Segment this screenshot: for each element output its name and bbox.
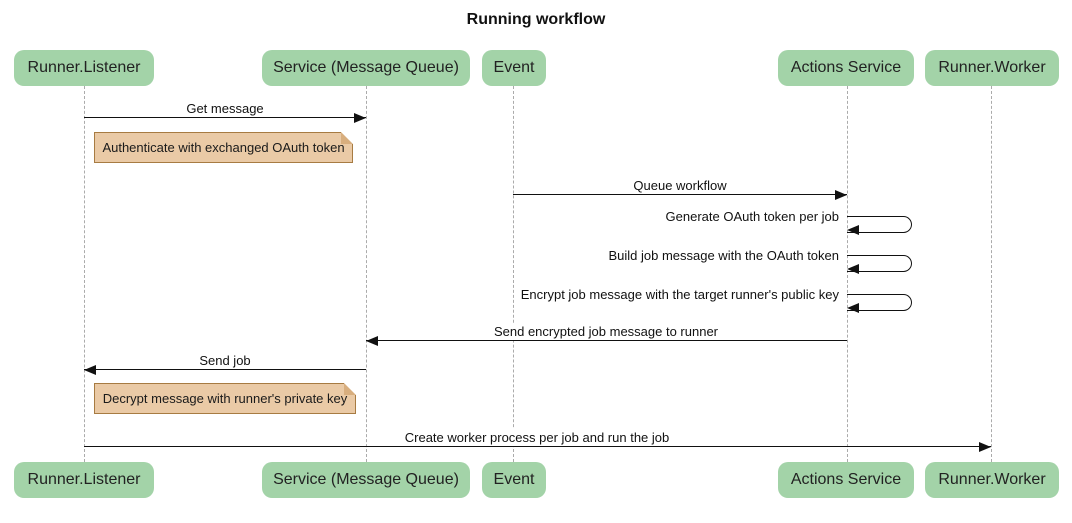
message-2-label: Queue workflow bbox=[629, 177, 731, 195]
lifeline-service-message-queue bbox=[366, 86, 367, 462]
message-4-label: Build job message with the OAuth token bbox=[604, 247, 843, 265]
message-6-arrowhead-icon bbox=[366, 336, 378, 346]
note-authenticate: Authenticate with exchanged OAuth token bbox=[94, 132, 353, 163]
actor-bottom-runner-worker: Runner.Worker bbox=[925, 462, 1059, 498]
actor-top-runner-worker: Runner.Worker bbox=[925, 50, 1059, 86]
message-3-arrowhead-icon bbox=[847, 225, 859, 235]
lifeline-actions-service bbox=[847, 86, 848, 462]
message-7-label: Send job bbox=[195, 352, 255, 370]
message-3-label: Generate OAuth token per job bbox=[661, 208, 843, 226]
message-8-label: Create worker process per job and run th… bbox=[400, 429, 674, 447]
actor-bottom-runner-listener: Runner.Listener bbox=[14, 462, 154, 498]
message-1-label: Get message bbox=[182, 100, 268, 118]
message-8-arrowhead-icon bbox=[979, 442, 991, 452]
actor-top-runner-listener: Runner.Listener bbox=[14, 50, 154, 86]
message-2-line bbox=[513, 194, 847, 195]
message-5-self-loop bbox=[847, 294, 912, 311]
actor-top-actions-service: Actions Service bbox=[778, 50, 914, 86]
message-7-line bbox=[84, 369, 366, 370]
lifeline-runner-worker bbox=[991, 86, 992, 462]
lifeline-event bbox=[513, 86, 514, 462]
message-1-arrowhead-icon bbox=[354, 113, 366, 123]
actor-bottom-actions-service: Actions Service bbox=[778, 462, 914, 498]
message-2-arrowhead-icon bbox=[835, 190, 847, 200]
actor-top-service-message-queue: Service (Message Queue) bbox=[262, 50, 470, 86]
message-4-self-loop bbox=[847, 255, 912, 272]
actor-bottom-event: Event bbox=[482, 462, 546, 498]
actor-top-event: Event bbox=[482, 50, 546, 86]
message-4-arrowhead-icon bbox=[847, 264, 859, 274]
message-3-self-loop bbox=[847, 216, 912, 233]
lifeline-runner-listener bbox=[84, 86, 85, 462]
message-6-line bbox=[366, 340, 847, 341]
diagram-title: Running workflow bbox=[466, 11, 606, 28]
message-6-label: Send encrypted job message to runner bbox=[489, 323, 723, 341]
message-1-line bbox=[84, 117, 366, 118]
message-5-arrowhead-icon bbox=[847, 303, 859, 313]
note-decrypt: Decrypt message with runner's private ke… bbox=[94, 383, 356, 414]
message-8-line bbox=[84, 446, 991, 447]
message-7-arrowhead-icon bbox=[84, 365, 96, 375]
actor-bottom-service-message-queue: Service (Message Queue) bbox=[262, 462, 470, 498]
message-5-label: Encrypt job message with the target runn… bbox=[516, 286, 843, 304]
